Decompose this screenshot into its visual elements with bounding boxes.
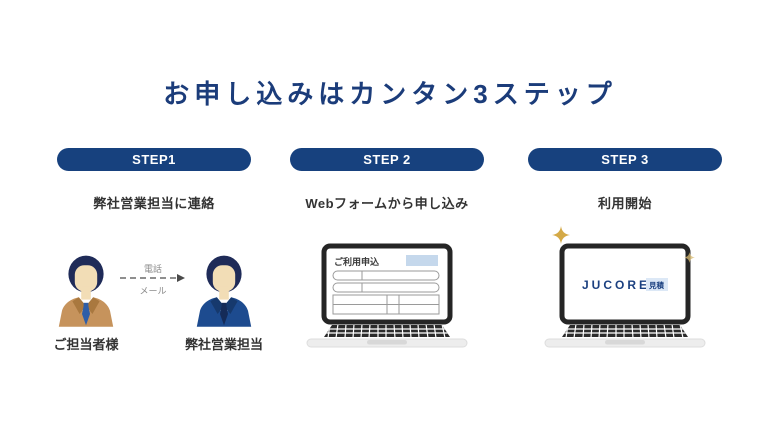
contact-illustration: 電話 メール ご担当者様 弊社営業担当 <box>50 248 265 352</box>
estimate-chip-text: 見積 <box>648 280 664 290</box>
sales-label: 弊社営業担当 <box>184 337 263 352</box>
jucore-brand-text: JUCORE <box>582 278 650 292</box>
arrow-phone-label: 電話 <box>143 264 162 274</box>
step1-badge: STEP1 <box>57 148 251 171</box>
sparkle-icon <box>552 226 570 244</box>
dashed-arrow-line <box>120 277 176 279</box>
step3-description: 利用開始 <box>597 196 652 211</box>
form-submit-button <box>406 255 438 266</box>
trackpad-notch <box>367 340 407 345</box>
step1-description: 弊社営業担当に連絡 <box>93 196 215 211</box>
step1-column: STEP1 弊社営業担当に連絡 <box>54 148 254 212</box>
sparkle-icon <box>684 252 695 263</box>
step3-badge: STEP 3 <box>528 148 722 171</box>
form-title: ご利用申込 <box>334 256 379 267</box>
arrow-head-icon <box>177 274 185 282</box>
customer-label: ご担当者様 <box>53 337 119 352</box>
step2-description: Webフォームから申し込み <box>305 196 469 211</box>
customer-person-icon <box>58 255 114 327</box>
jucore-laptop-icon: JUCORE 見積 <box>544 243 706 348</box>
contact-arrow: 電話 メール <box>120 262 186 296</box>
step2-badge: STEP 2 <box>290 148 484 171</box>
arrow-mail-label: メール <box>139 286 167 296</box>
step3-column: STEP 3 利用開始 <box>525 148 725 212</box>
step2-column: STEP 2 Webフォームから申し込み <box>287 148 487 212</box>
sales-person-icon <box>196 255 252 327</box>
trackpad-notch <box>605 340 645 345</box>
page-title: お申し込みはカンタン3ステップ <box>163 79 617 109</box>
webform-laptop-icon: ご利用申込 <box>306 243 468 348</box>
